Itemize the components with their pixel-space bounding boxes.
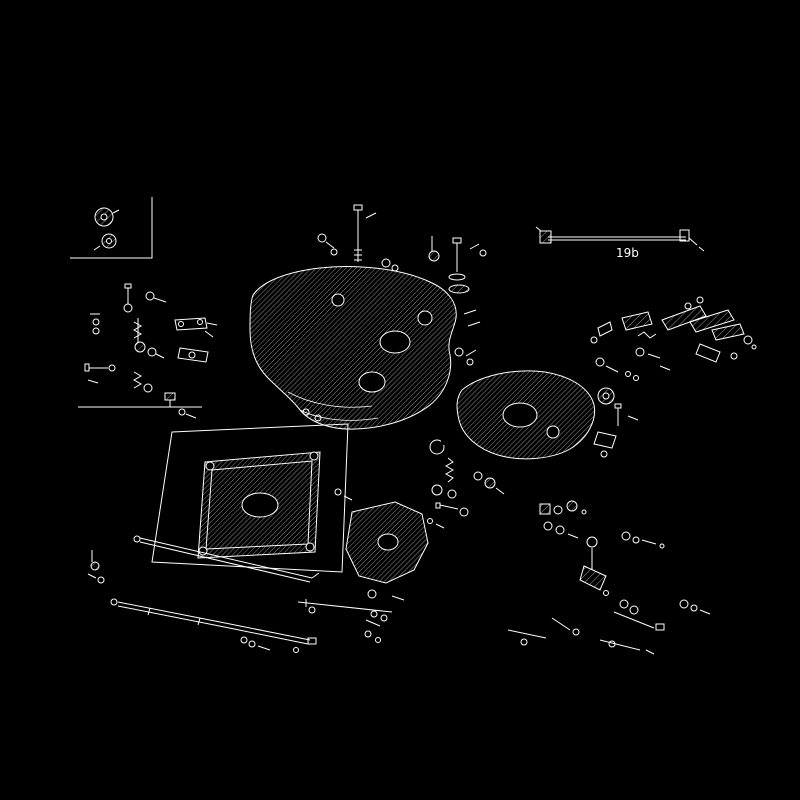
cylinder-head-assembly-group xyxy=(249,204,487,430)
inset-frame-group xyxy=(70,197,153,259)
manifold-assembly-group xyxy=(456,370,639,460)
bottom-left-parts-group xyxy=(87,550,105,584)
bottom-middle-parts-group xyxy=(240,630,381,653)
left-fastener-cluster-group xyxy=(78,283,218,419)
right-lower-cluster-group xyxy=(539,500,665,596)
bottom-right-parts-group xyxy=(507,599,711,655)
bottom-center-part-group xyxy=(297,501,429,627)
center-small-parts-group xyxy=(427,439,505,529)
cable-part-label: 19b xyxy=(616,246,639,260)
cable-assembly-group: 19b xyxy=(535,226,705,260)
gasket-strips-group xyxy=(110,535,320,645)
right-upper-cluster-group xyxy=(590,296,757,381)
side-cover-panel-group xyxy=(151,423,353,573)
